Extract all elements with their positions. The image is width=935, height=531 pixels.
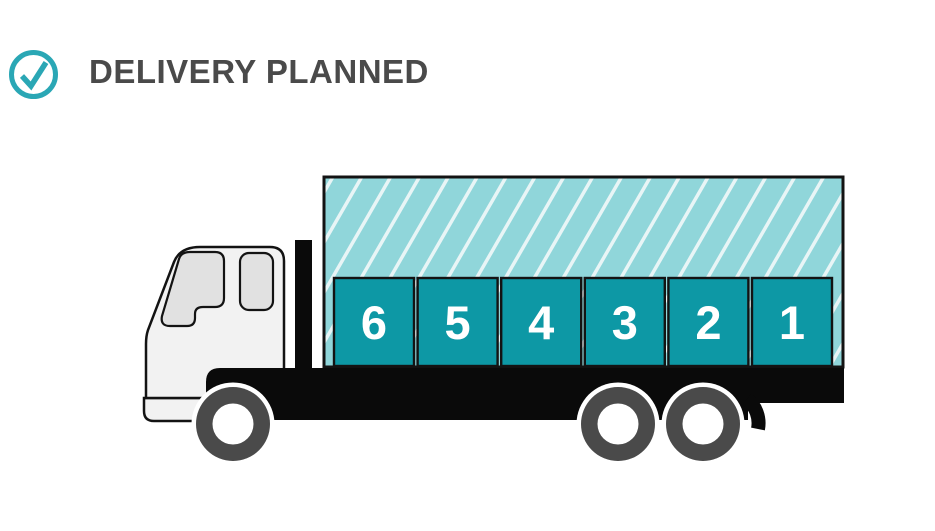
cargo-box-number: 1 — [779, 296, 805, 349]
cargo-box-rect — [667, 276, 750, 368]
cargo-box: 3 — [583, 276, 666, 368]
cargo-box-number: 6 — [361, 296, 387, 349]
front-wheel-hub — [212, 403, 254, 445]
cargo-box-number: 4 — [528, 296, 554, 349]
mud-flap — [742, 393, 766, 431]
cargo-box: 2 — [667, 276, 750, 368]
status-title: DELIVERY PLANNED — [89, 53, 429, 90]
cargo-box: 4 — [500, 276, 583, 368]
rear-wheel-2-hub — [682, 403, 724, 445]
cargo-box-rect — [500, 276, 583, 368]
checkmark-ring — [9, 50, 58, 99]
cargo-box: 6 — [332, 276, 416, 368]
cargo-box-number: 5 — [445, 296, 471, 349]
cargo-box-rect — [332, 276, 416, 368]
truck-chassis — [206, 368, 844, 420]
rear-wheel-1 — [576, 382, 660, 466]
cargo-box: 5 — [416, 276, 499, 368]
status-header: DELIVERY PLANNED — [0, 0, 935, 120]
cargo-box: 1 — [750, 276, 834, 368]
cargo-box-number: 2 — [695, 296, 721, 349]
checkmark-circle-icon — [9, 50, 58, 99]
front-wheel — [191, 382, 275, 466]
cargo-box-row: 6 5 4 3 2 1 — [332, 276, 834, 368]
cargo-box-rect — [583, 276, 666, 368]
chassis-rear — [748, 368, 844, 403]
cargo-box-rect — [750, 276, 834, 368]
checkmark-tick — [19, 61, 49, 91]
rear-wheel-1-hub — [597, 403, 639, 445]
windshield-window — [160, 250, 226, 328]
exhaust-stack — [295, 240, 312, 375]
rear-wheel-2 — [661, 382, 745, 466]
cargo-box-rect — [416, 276, 499, 368]
door-window — [238, 251, 275, 312]
truck-cab — [142, 245, 286, 423]
cargo-box-number: 3 — [612, 296, 638, 349]
